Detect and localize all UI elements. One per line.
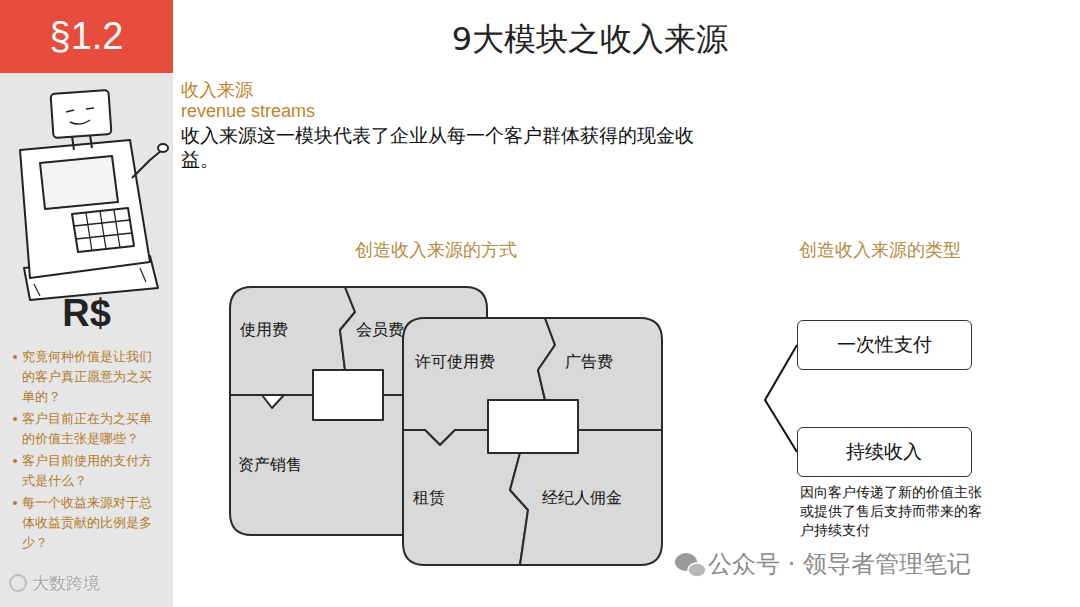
- puzzle-piece: 许可使用费: [403, 318, 555, 445]
- branch-bracket: [765, 345, 797, 452]
- type-note: 因向客户传递了新的价值主张或提供了售后支持而带来的客户持续支付: [800, 483, 995, 540]
- revenue-method: 租赁: [413, 488, 445, 509]
- block-description: 收入来源这一模块代表了企业从每一个客户群体获得的现金收益。: [181, 124, 696, 172]
- block-name: 收入来源: [181, 78, 253, 102]
- slide-title: 9大模块之收入来源: [340, 18, 840, 62]
- display-stand: [72, 135, 92, 150]
- puzzle-piece: 使用费: [230, 287, 355, 395]
- watermark-icon: [10, 575, 26, 591]
- revenue-method: 资产销售: [238, 455, 302, 476]
- guiding-question: 每一个收益来源对于总体收益贡献的比例是多少？: [22, 493, 161, 553]
- guiding-question: 究竟何种价值是让我们的客户真正愿意为之买单的？: [22, 347, 161, 407]
- puzzle-piece: 广告费: [538, 318, 662, 430]
- puzzle-piece-path: [403, 318, 555, 445]
- guiding-question: 客户目前正在为之买单的价值主张是哪些？: [22, 409, 161, 449]
- puzzle-piece-path: [230, 287, 355, 395]
- puzzle-piece: 租赁: [403, 430, 528, 565]
- register-body: [20, 140, 150, 278]
- watermark: 大数跨境: [32, 572, 100, 595]
- column-heading: 创造收入来源的方式: [316, 238, 556, 262]
- revenue-method: 使用费: [240, 320, 288, 341]
- puzzle-piece-outline: [538, 318, 662, 430]
- section-number: §1.2: [50, 15, 124, 58]
- module-symbol: R$: [12, 292, 161, 335]
- revenue-method: 广告费: [565, 352, 613, 373]
- puzzle-piece-path: [538, 318, 662, 430]
- payment-type-box: 一次性支付: [797, 320, 972, 370]
- payment-type-box: 持续收入: [797, 427, 972, 477]
- register-screen: [40, 156, 118, 209]
- register-display-head: [51, 90, 112, 138]
- puzzle-piece: 经纪人佣金: [510, 430, 662, 565]
- puzzle-piece-path: [510, 430, 662, 565]
- block-name-english: revenue streams: [181, 101, 315, 122]
- display-face: [66, 108, 94, 124]
- payment-type: 一次性支付: [837, 332, 932, 358]
- cash-register-illustration: [20, 90, 168, 300]
- keypad-keys: [74, 210, 132, 251]
- crank-knob: [158, 144, 168, 152]
- puzzle-piece-outline: [230, 287, 355, 395]
- section-number-box: §1.2: [0, 0, 173, 73]
- wechat-icon: [675, 553, 706, 577]
- section-band: [0, 0, 173, 73]
- puzzle-piece-outline: [403, 318, 555, 445]
- question-panel: R$ 究竟何种价值是让我们的客户真正愿意为之买单的？客户目前正在为之买单的价值主张…: [0, 292, 173, 555]
- column-heading: 创造收入来源的类型: [760, 238, 1000, 262]
- side-panel: [0, 73, 173, 607]
- register-keypad: [72, 208, 134, 252]
- register-crank: [132, 150, 162, 178]
- revenue-method: 会员费: [356, 320, 404, 341]
- guiding-question: 客户目前使用的支付方式是什么？: [22, 451, 161, 491]
- puzzle-piece-path: [403, 430, 528, 565]
- payment-type: 持续收入: [846, 439, 922, 465]
- revenue-method: 许可使用费: [415, 352, 495, 373]
- watermark: 公众号 · 领导者管理笔记: [708, 548, 971, 580]
- drawer-lines: [34, 268, 146, 296]
- revenue-method: 经纪人佣金: [542, 488, 622, 509]
- wechat-bubble: [688, 563, 706, 577]
